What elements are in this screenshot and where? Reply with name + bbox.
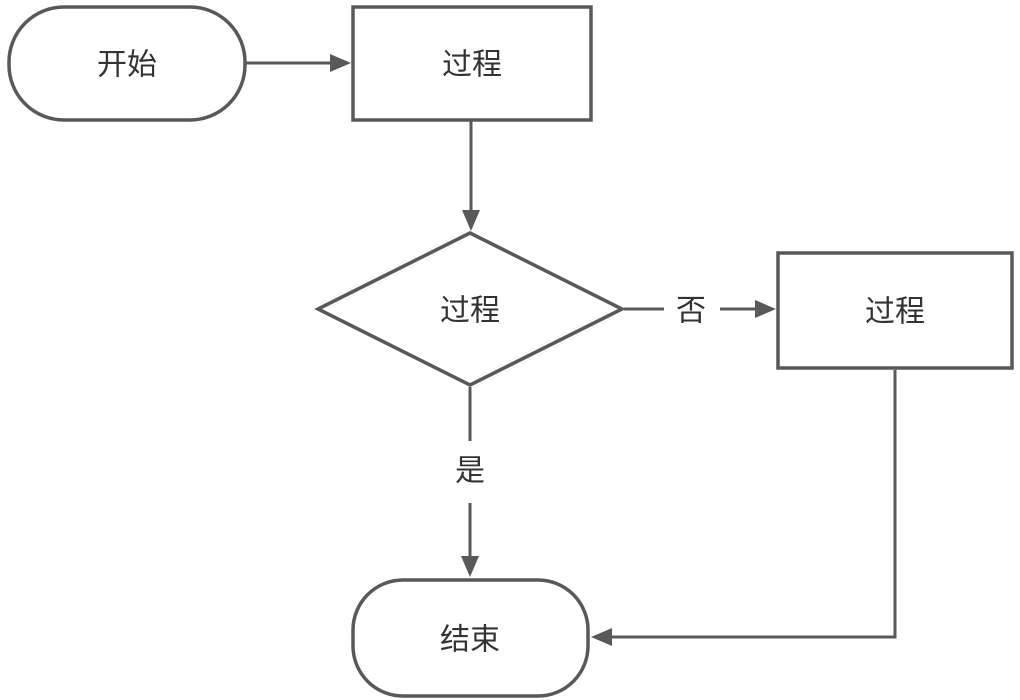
process-shape[interactable] (351, 5, 593, 122)
arrowhead-right-icon (330, 54, 351, 72)
terminator-shape[interactable] (7, 5, 247, 122)
terminator-shape[interactable] (351, 578, 590, 698)
node-decision[interactable]: 过程 (314, 231, 626, 387)
connector-process-to-decision (462, 121, 480, 231)
connector-start-to-process (246, 54, 351, 72)
node-end-label: 结束 (440, 624, 500, 657)
node-process-top[interactable]: 过程 (351, 5, 593, 122)
node-decision-label: 过程 (440, 295, 500, 328)
connector-right-to-end (591, 370, 897, 646)
node-process-right-label: 过程 (865, 296, 925, 329)
arrowhead-left-icon (591, 628, 612, 646)
arrowhead-right-icon (755, 300, 776, 318)
connector-decision-to-right: 否 (624, 295, 776, 328)
node-process-right[interactable]: 过程 (776, 251, 1014, 370)
edge-label-yes: 是 (455, 455, 485, 488)
decision-shape[interactable] (314, 231, 626, 387)
arrowhead-down-icon (462, 210, 480, 231)
connector-line (607, 370, 897, 639)
node-start-label: 开始 (97, 49, 157, 82)
node-start[interactable]: 开始 (7, 5, 247, 122)
connector-decision-to-end: 是 (455, 387, 485, 577)
arrowhead-down-icon (461, 556, 479, 577)
edge-label-no: 否 (676, 295, 706, 328)
process-shape[interactable] (776, 251, 1014, 370)
node-end[interactable]: 结束 (351, 578, 590, 698)
node-process-top-label: 过程 (442, 49, 502, 82)
